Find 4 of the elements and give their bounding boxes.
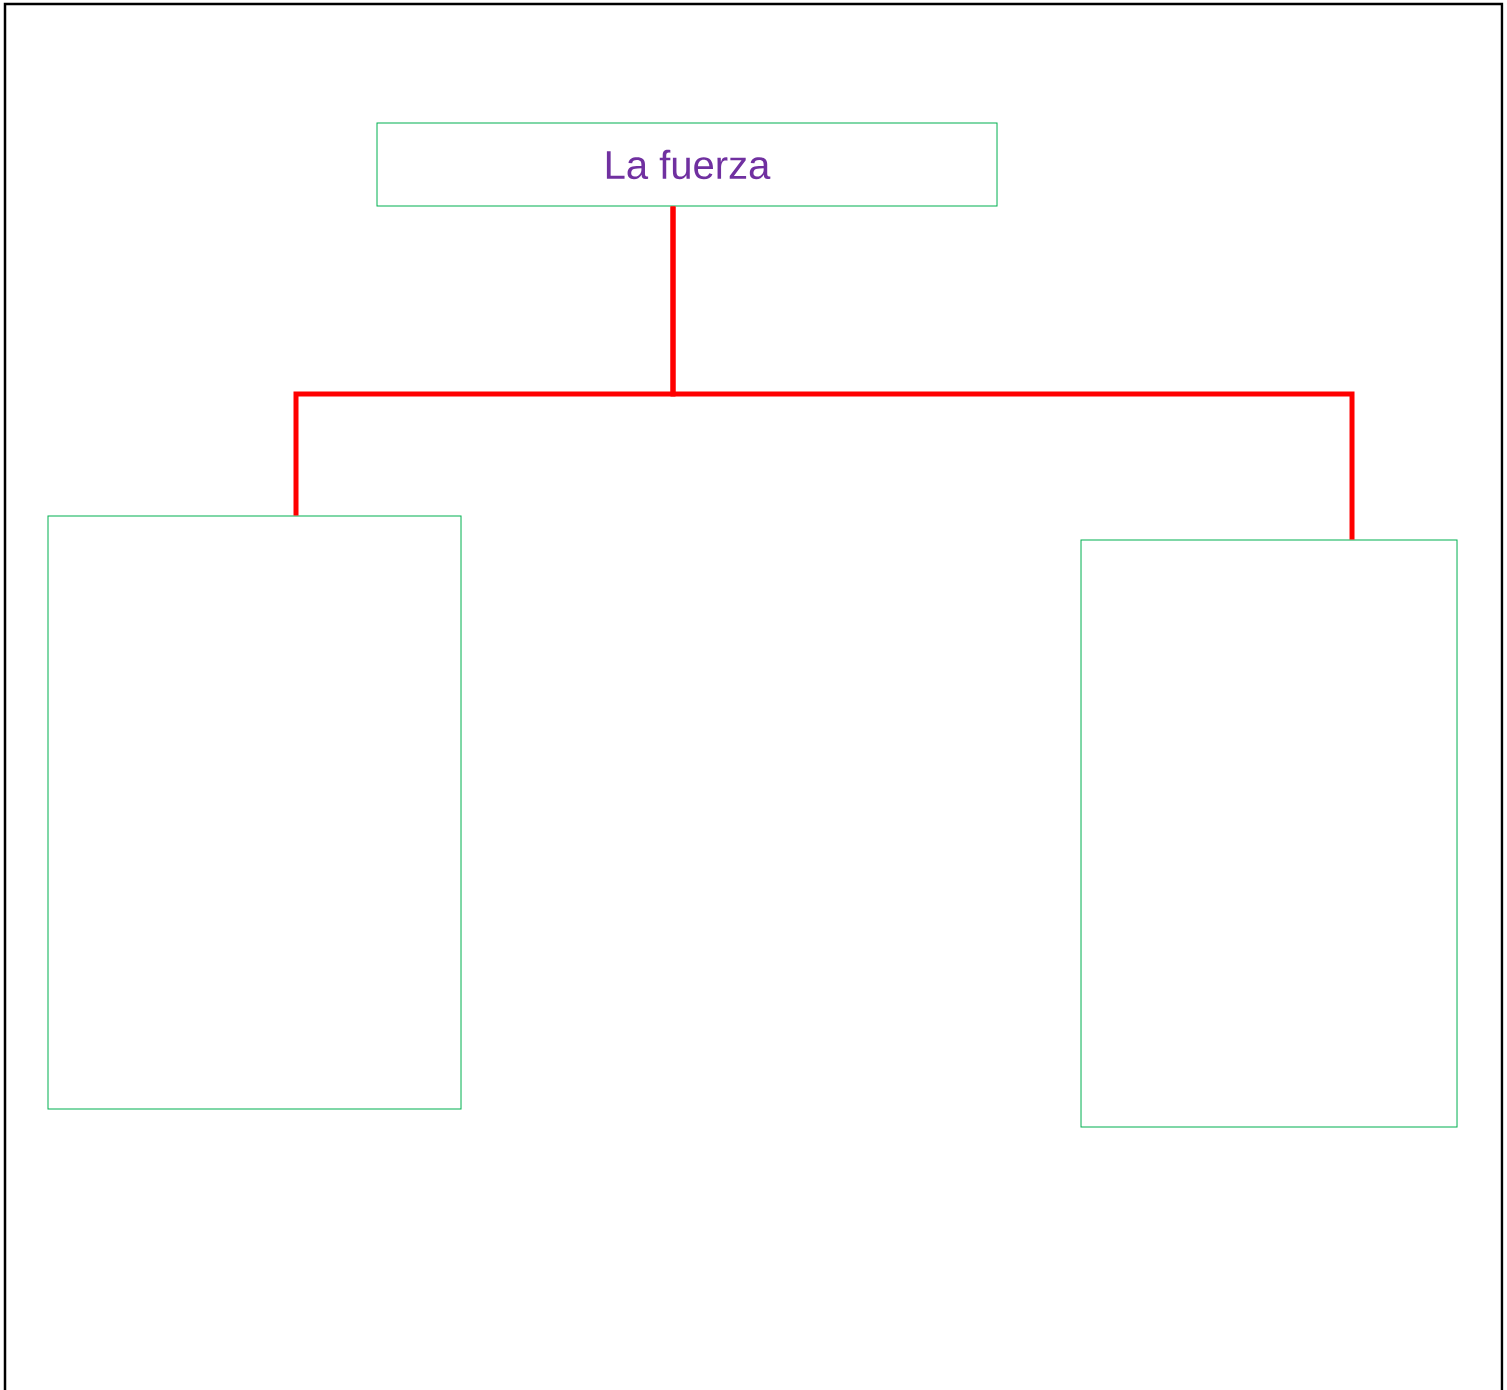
title-box: La fuerza xyxy=(376,122,998,207)
connector-line xyxy=(670,206,1355,540)
empty-box xyxy=(1080,539,1458,1128)
empty-box xyxy=(47,515,462,1110)
